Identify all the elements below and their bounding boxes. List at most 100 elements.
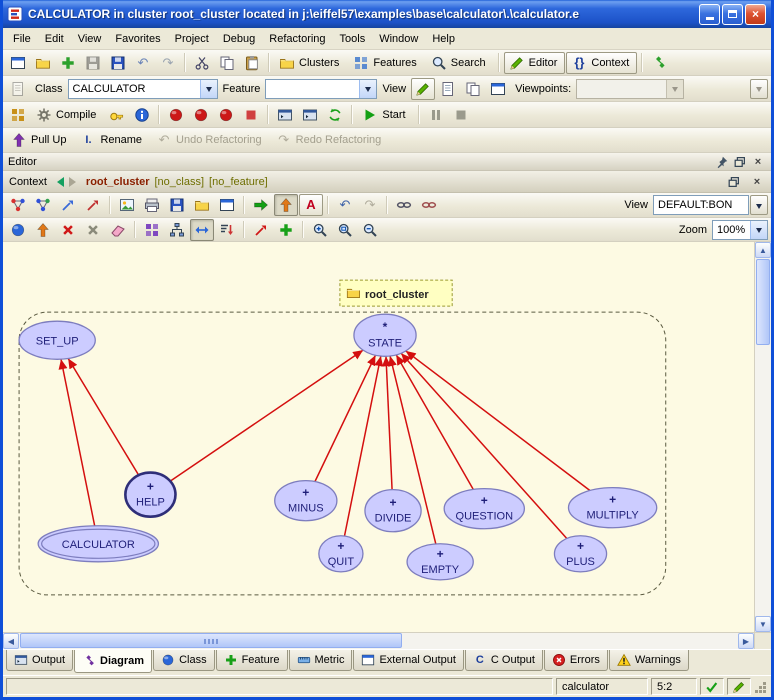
- tree-layout-button[interactable]: [165, 219, 189, 241]
- class-combo-dropdown[interactable]: [200, 80, 217, 98]
- go-to-target-button[interactable]: [249, 194, 273, 216]
- scroll-down-button[interactable]: ▼: [755, 616, 771, 632]
- debug-step-button[interactable]: [214, 104, 238, 126]
- unlink-button[interactable]: [417, 194, 441, 216]
- horizontal-scroll-thumb[interactable]: [20, 633, 402, 648]
- export-diagram-button[interactable]: [165, 194, 189, 216]
- tab-errors[interactable]: Errors: [544, 650, 608, 671]
- restore-context-button[interactable]: [726, 175, 742, 189]
- menu-item-refactoring[interactable]: Refactoring: [262, 30, 332, 48]
- save-button[interactable]: [81, 52, 105, 74]
- title-bar[interactable]: CALCULATOR in cluster root_cluster locat…: [3, 0, 771, 28]
- context-cluster-name[interactable]: root_cluster: [86, 176, 150, 188]
- erase-class-button[interactable]: [81, 219, 105, 241]
- print-diagram-button[interactable]: [140, 194, 164, 216]
- search-button[interactable]: Search: [426, 52, 494, 74]
- inheritance-arrow-question-to-state[interactable]: [396, 355, 473, 490]
- horizontal-scroll-track[interactable]: [19, 633, 738, 649]
- class-bubble-empty[interactable]: +EMPTY: [407, 544, 473, 580]
- class-bubble-question[interactable]: +QUESTION: [444, 489, 524, 529]
- edit-view-button[interactable]: [411, 78, 435, 100]
- feature-combo-dropdown[interactable]: [359, 80, 376, 98]
- scroll-up-button[interactable]: ▲: [755, 242, 771, 258]
- toggle-inheritance-links-button[interactable]: [249, 219, 273, 241]
- delete-button[interactable]: [56, 219, 80, 241]
- class-diagram[interactable]: root_cluster SET_UP*STATE+HELPCALCULATOR…: [3, 242, 754, 632]
- history-back-button[interactable]: [52, 177, 64, 187]
- menu-item-project[interactable]: Project: [168, 30, 216, 48]
- viewpoints-combo-dropdown[interactable]: [666, 80, 683, 98]
- undo-refactoring-button[interactable]: ↶Undo Refactoring: [151, 129, 270, 151]
- undo-button[interactable]: ↶: [131, 52, 155, 74]
- features-button[interactable]: Features: [348, 52, 424, 74]
- tab-diagram[interactable]: Diagram: [74, 650, 152, 673]
- inheritance-arrow-help-to-set_up[interactable]: [68, 358, 138, 475]
- diagram-tool-button[interactable]: [647, 52, 671, 74]
- menu-item-file[interactable]: File: [6, 30, 38, 48]
- tab-feature[interactable]: Feature: [216, 650, 288, 671]
- tab-external-output[interactable]: External Output: [353, 650, 463, 671]
- flat-view-button[interactable]: [461, 78, 485, 100]
- class-bubble-minus[interactable]: +MINUS: [275, 481, 337, 521]
- menu-item-window[interactable]: Window: [372, 30, 425, 48]
- scroll-left-button[interactable]: ◀: [3, 633, 19, 649]
- menu-item-favorites[interactable]: Favorites: [108, 30, 167, 48]
- class-combo[interactable]: CALCULATOR: [68, 79, 218, 99]
- new-inheritance-link-button[interactable]: [81, 194, 105, 216]
- new-client-link-button[interactable]: [56, 194, 80, 216]
- vertical-scroll-thumb[interactable]: [756, 259, 770, 345]
- clusters-button[interactable]: Clusters: [274, 52, 347, 74]
- close-context-button[interactable]: ×: [749, 175, 765, 189]
- menu-item-debug[interactable]: Debug: [216, 30, 262, 48]
- zoom-out-button[interactable]: [358, 219, 382, 241]
- maximize-button[interactable]: [722, 4, 743, 25]
- class-bubble-calculator[interactable]: CALCULATOR: [38, 526, 158, 562]
- save-all-button[interactable]: [106, 52, 130, 74]
- quick-compile-button[interactable]: [6, 104, 30, 126]
- diagram-view-dropdown-button[interactable]: [750, 195, 768, 215]
- cluster-label-box[interactable]: root_cluster: [340, 280, 452, 306]
- redo-button[interactable]: ↷: [156, 52, 180, 74]
- open-project-button[interactable]: [31, 52, 55, 74]
- show-legend-button[interactable]: [6, 219, 30, 241]
- cut-button[interactable]: [190, 52, 214, 74]
- link-button[interactable]: [392, 194, 416, 216]
- class-bubble-state[interactable]: *STATE: [354, 314, 416, 356]
- eraser-button[interactable]: [106, 219, 130, 241]
- freeze-button[interactable]: [105, 104, 129, 126]
- diagram-undo-button[interactable]: ↶: [333, 194, 357, 216]
- class-tool-button[interactable]: [6, 78, 30, 100]
- class-bubble-quit[interactable]: +QUIT: [319, 536, 363, 572]
- focus-center-class-button[interactable]: [274, 194, 298, 216]
- close-button[interactable]: ×: [745, 4, 766, 25]
- zoom-combo[interactable]: 100%: [712, 220, 768, 240]
- restore-pane-button[interactable]: [732, 155, 748, 169]
- feature-combo[interactable]: [265, 79, 377, 99]
- zoom-combo-dropdown[interactable]: [750, 221, 767, 239]
- clickable-view-button[interactable]: [486, 78, 510, 100]
- menu-item-help[interactable]: Help: [425, 30, 462, 48]
- open-console-button[interactable]: [273, 104, 297, 126]
- cluster-layout-button[interactable]: [140, 219, 164, 241]
- class-bubble-divide[interactable]: +DIVIDE: [365, 490, 421, 532]
- include-ancestors-button[interactable]: [274, 219, 298, 241]
- new-tab-view-button[interactable]: [436, 78, 460, 100]
- paste-button[interactable]: [240, 52, 264, 74]
- minimize-button[interactable]: [699, 4, 720, 25]
- stop-button[interactable]: [449, 104, 473, 126]
- history-forward-button[interactable]: [69, 177, 81, 187]
- horizontal-layout-button[interactable]: [190, 219, 214, 241]
- diagram-vertical-scrollbar[interactable]: ▲ ▼: [754, 242, 771, 632]
- diagram-redo-button[interactable]: ↷: [358, 194, 382, 216]
- scroll-right-button[interactable]: ▶: [738, 633, 754, 649]
- pull-up-button[interactable]: Pull Up: [6, 129, 74, 151]
- viewpoints-combo[interactable]: [576, 79, 684, 99]
- inheritance-arrow-divide-to-state[interactable]: [386, 356, 392, 489]
- debug-run-button[interactable]: [164, 104, 188, 126]
- class-bubble-plus[interactable]: +PLUS: [554, 536, 606, 572]
- inheritance-arrow-minus-to-state[interactable]: [315, 355, 375, 481]
- pin-pane-button[interactable]: [714, 155, 730, 169]
- project-info-button[interactable]: [130, 104, 154, 126]
- close-pane-button[interactable]: ×: [750, 155, 766, 169]
- copy-button[interactable]: [215, 52, 239, 74]
